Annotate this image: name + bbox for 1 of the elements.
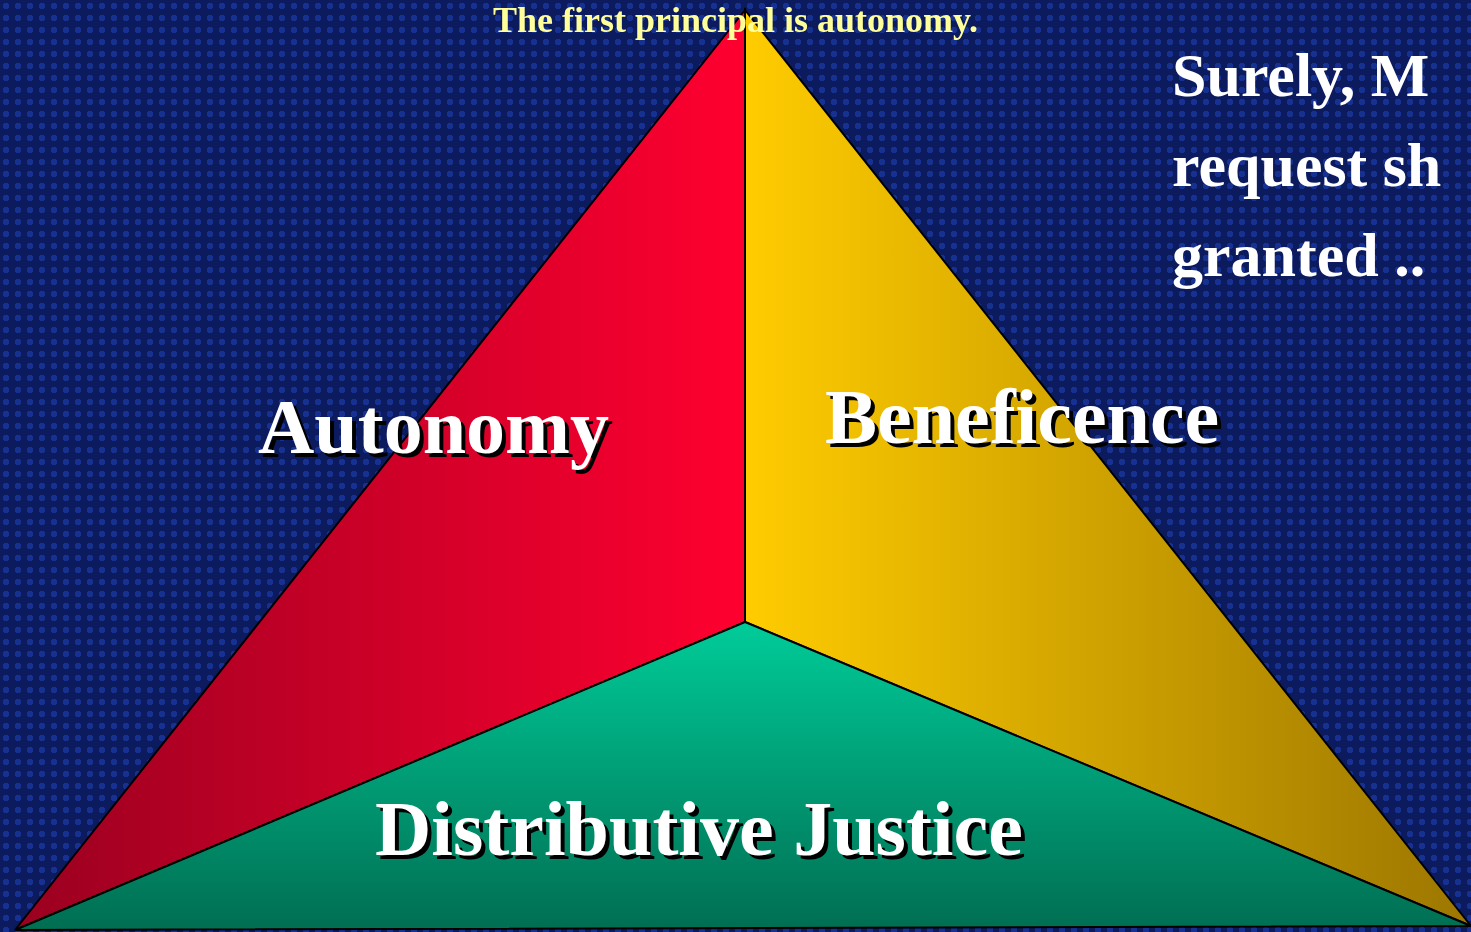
segment-label: Distributive Justice: [375, 790, 1023, 868]
